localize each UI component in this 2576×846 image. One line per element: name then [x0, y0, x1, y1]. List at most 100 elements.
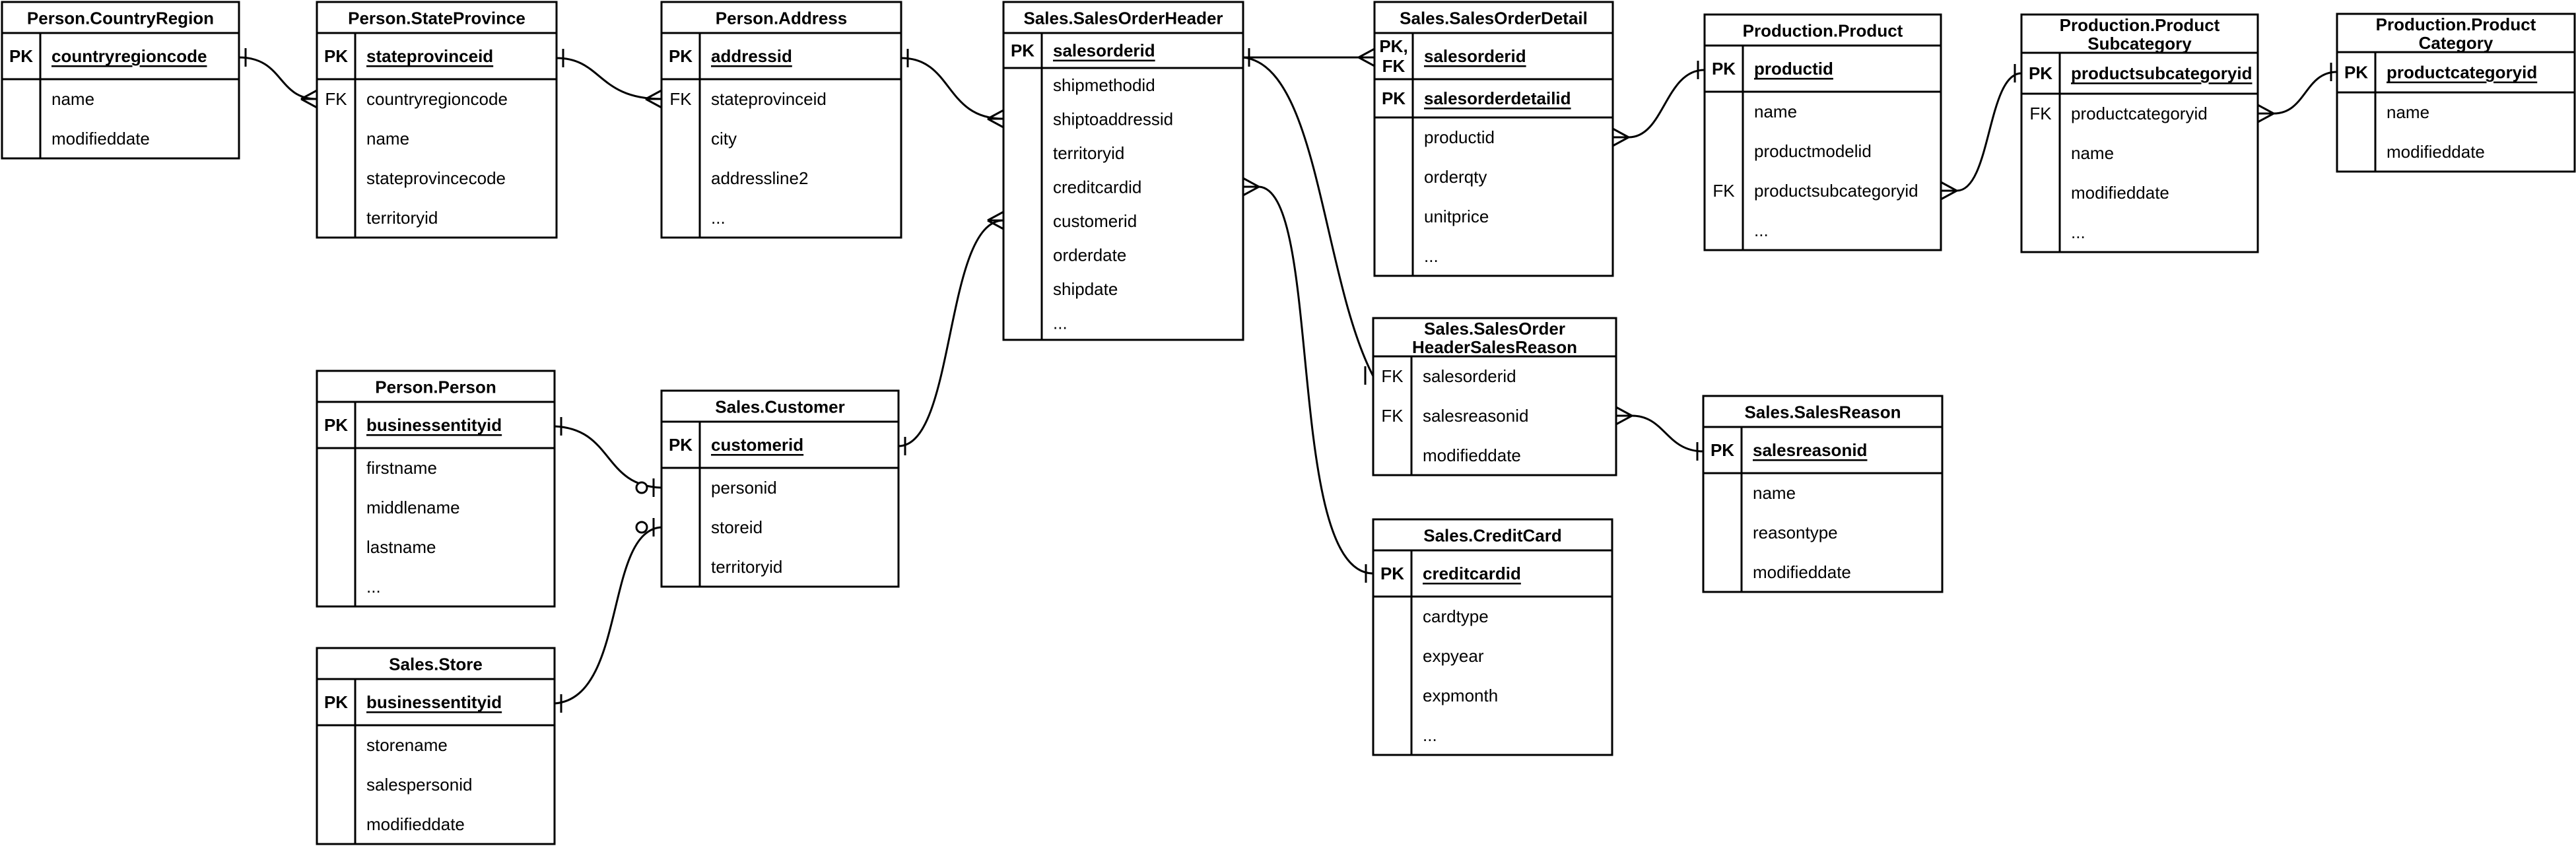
- key-tag: PK: [324, 46, 348, 66]
- table-title: Person.StateProvince: [348, 9, 525, 28]
- field-name: modifieddate: [51, 129, 150, 148]
- key-field-name: salesorderdetailid: [1424, 88, 1571, 108]
- relationship-headersalesreason-salesreason: [1615, 406, 1704, 461]
- field-name: ...: [1423, 725, 1437, 745]
- key-field-name: stateprovinceid: [366, 46, 493, 66]
- field-name: productid: [1424, 127, 1495, 147]
- table-title: Sales.CreditCard: [1423, 526, 1562, 546]
- field-name: expmonth: [1423, 686, 1498, 705]
- field-name: customerid: [1053, 211, 1137, 231]
- field-name: modifieddate: [1753, 562, 1851, 582]
- field-name: territoryid: [366, 208, 438, 228]
- cardinality-many-crowfoot: [987, 211, 1004, 222]
- field-name: expyear: [1423, 646, 1484, 666]
- field-name: reasontype: [1753, 523, 1838, 542]
- table-title: Sales.Customer: [715, 397, 845, 417]
- relationship-stateprovince-address: [556, 49, 662, 109]
- field-name: salesorderid: [1423, 366, 1516, 386]
- field-name: territoryid: [711, 557, 782, 577]
- key-field-name: productcategoryid: [2387, 63, 2537, 82]
- table-box: [316, 647, 556, 845]
- relationship-line: [2273, 71, 2338, 115]
- key-tag: PK: [2344, 63, 2368, 82]
- field-name: modifieddate: [2071, 183, 2169, 203]
- row-tag: FK: [1381, 366, 1404, 386]
- cardinality-zero-circle: [635, 481, 648, 494]
- field-name: name: [2387, 102, 2429, 122]
- key-field-name: productsubcategoryid: [2071, 63, 2252, 83]
- relationship-address-salesorderheader: [900, 49, 1004, 129]
- row-tag: FK: [1712, 181, 1735, 201]
- key-tag: PK: [324, 415, 348, 435]
- cardinality-many-crowfoot: [1940, 189, 1957, 201]
- cardinality-many-crowfoot: [1940, 181, 1957, 192]
- field-name: countryregioncode: [366, 89, 508, 109]
- key-tag-line1: PK,: [1379, 36, 1407, 56]
- field-name: salespersonid: [366, 775, 472, 795]
- field-name: name: [51, 89, 94, 109]
- key-tag: PK: [1382, 88, 1406, 108]
- field-name: storeid: [711, 517, 763, 537]
- relationships-layer: [238, 48, 2338, 713]
- cardinality-many-crowfoot: [987, 219, 1004, 230]
- key-tag-line2: FK: [1382, 56, 1406, 76]
- relationship-line: [556, 57, 662, 100]
- field-name: territoryid: [1053, 143, 1124, 163]
- key-field-name: addressid: [711, 46, 792, 66]
- row-tag: FK: [2029, 104, 2052, 123]
- field-name: name: [1753, 483, 1796, 503]
- cardinality-many-crowfoot: [300, 98, 318, 109]
- table-title-line2: Category: [2419, 33, 2493, 53]
- key-tag: PK: [669, 46, 693, 66]
- relationship-line: [1258, 185, 1374, 575]
- field-name: orderqty: [1424, 167, 1487, 187]
- relationship-salesorderdetail-product: [1612, 61, 1705, 147]
- relationship-product-productsubcategory: [1940, 64, 2022, 201]
- key-tag: PK: [9, 46, 33, 66]
- relationship-customer-salesorderheader: [898, 211, 1004, 455]
- cardinality-many-crowfoot: [2257, 112, 2274, 123]
- field-name: ...: [2071, 222, 2085, 242]
- table-title: Person.Person: [375, 377, 496, 397]
- key-tag: PK: [2029, 63, 2052, 83]
- field-name: middlename: [366, 498, 460, 517]
- table-box: [2020, 13, 2259, 253]
- table-box: [660, 389, 900, 588]
- key-field-name: customerid: [711, 435, 803, 455]
- table-title: Person.CountryRegion: [27, 9, 214, 28]
- table-box: [1372, 518, 1613, 756]
- table-title-line1: Production.Product: [2060, 15, 2220, 35]
- relationship-line: [1631, 414, 1704, 453]
- table-box: [1373, 1, 1614, 277]
- key-field-name: salesorderid: [1424, 46, 1526, 66]
- field-name: shiptoaddressid: [1053, 109, 1173, 129]
- field-name: personid: [711, 478, 777, 498]
- table-box: [316, 1, 558, 239]
- relationship-line: [554, 526, 662, 705]
- cardinality-many-crowfoot: [987, 117, 1004, 129]
- key-field-name: businessentityid: [366, 415, 502, 435]
- field-name: ...: [1053, 313, 1068, 333]
- field-name: addressline2: [711, 168, 808, 188]
- relationship-countryregion-stateprovince: [238, 48, 318, 109]
- field-name: salesreasonid: [1423, 406, 1528, 426]
- relationship-person-customer: [554, 417, 662, 497]
- cardinality-many-crowfoot: [1612, 127, 1629, 139]
- relationship-line: [1956, 72, 2022, 192]
- table-box: [1002, 1, 1244, 341]
- key-tag: PK: [1011, 41, 1034, 61]
- field-name: unitprice: [1424, 207, 1489, 226]
- table-title: Sales.Store: [389, 655, 483, 674]
- key-tag: PK: [1712, 59, 1736, 79]
- field-name: cardtype: [1423, 606, 1489, 626]
